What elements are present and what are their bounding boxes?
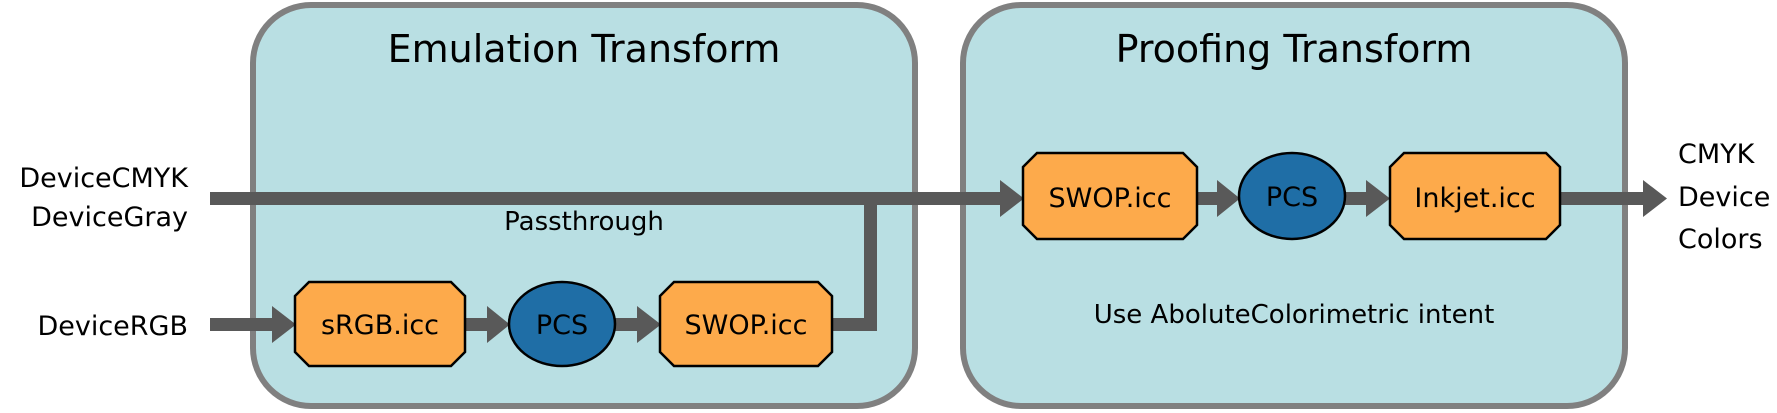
srgb-to-pcs-line: [465, 318, 491, 331]
swop-to-pcs-proof-line: [1197, 192, 1223, 205]
passthrough-label: Passthrough: [504, 207, 664, 237]
pcs-to-swop-emu-line: [615, 318, 640, 331]
output-line: [1560, 192, 1646, 205]
svg-text:sRGB.icc: sRGB.icc: [321, 310, 439, 341]
output-label-line-2: Device: [1678, 182, 1770, 213]
svg-text:PCS: PCS: [536, 310, 588, 341]
emulation-node-pcs: PCS: [507, 280, 617, 368]
arrow-into-inkjet: [1366, 180, 1390, 217]
rgb-input-line: [210, 318, 275, 331]
arrow-into-pcs-emu: [487, 306, 510, 343]
svg-text:PCS: PCS: [1266, 182, 1318, 213]
proofing-node-swop: SWOP.icc: [1021, 151, 1199, 241]
pcs-to-inkjet-line: [1344, 192, 1370, 205]
arrow-output: [1643, 180, 1667, 217]
connectors: [210, 180, 1667, 343]
output-label-line-1: CMYK: [1678, 139, 1756, 170]
emulation-node-swop: SWOP.icc: [658, 280, 834, 368]
arrow-into-srgb: [272, 306, 296, 343]
input-label-rgb: DeviceRGB: [37, 311, 188, 342]
input-label-cmyk: DeviceCMYK: [19, 163, 189, 194]
proofing-node-pcs: PCS: [1237, 151, 1347, 241]
svg-text:Inkjet.icc: Inkjet.icc: [1414, 183, 1535, 214]
arrow-into-pcs-proof: [1217, 180, 1240, 217]
proofing-intent-note: Use AboluteColorimetric intent: [1094, 300, 1495, 330]
proofing-node-inkjet: Inkjet.icc: [1388, 151, 1562, 241]
svg-text:SWOP.icc: SWOP.icc: [1049, 183, 1172, 214]
proofing-title: Proofing Transform: [1116, 27, 1473, 71]
emulation-node-srgb: sRGB.icc: [293, 280, 467, 368]
merge-vertical-line: [864, 192, 877, 331]
output-label-line-3: Colors: [1678, 224, 1763, 255]
arrow-into-swop-emu: [637, 306, 661, 343]
svg-text:SWOP.icc: SWOP.icc: [685, 310, 808, 341]
input-label-gray: DeviceGray: [31, 202, 188, 233]
arrow-into-swop-proof: [1000, 180, 1024, 217]
passthrough-line: [210, 192, 1002, 205]
emulation-title: Emulation Transform: [388, 27, 781, 71]
